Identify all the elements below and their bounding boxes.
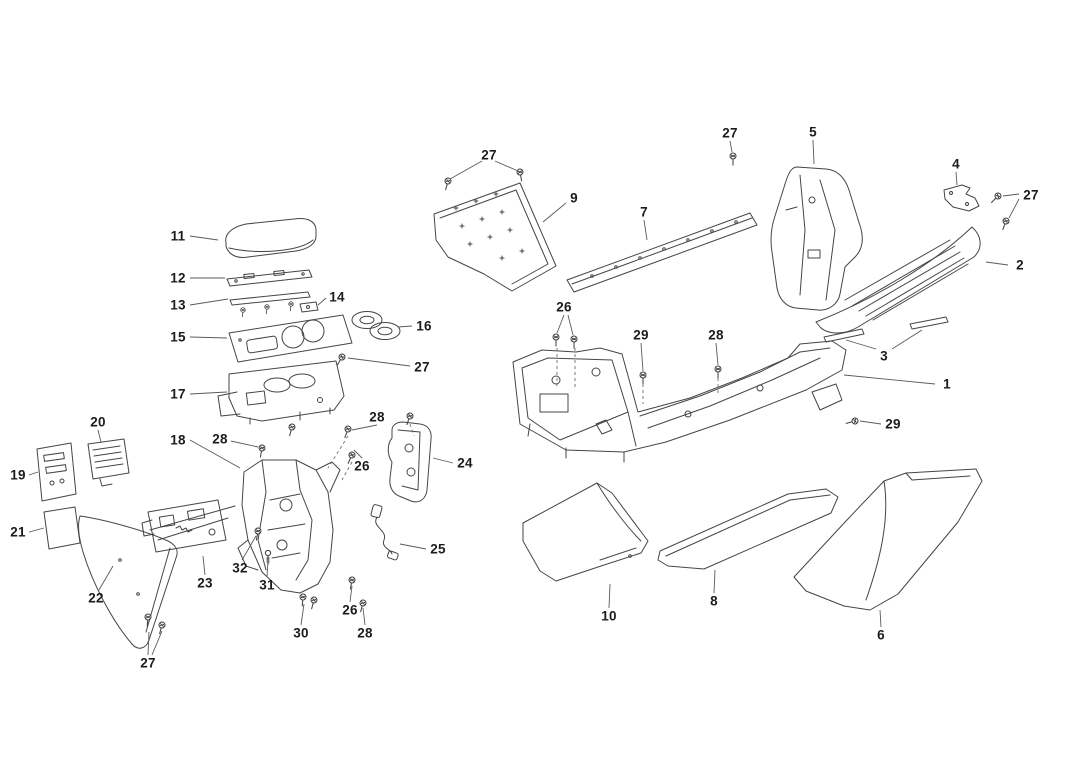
callout-24: 24 <box>457 455 473 471</box>
part-illustration-side-bracket-24 <box>387 421 432 503</box>
part-illustration-sill-strip-7 <box>566 212 758 293</box>
callout-3: 3 <box>880 348 888 364</box>
callout-11: 11 <box>170 228 186 244</box>
callout-6: 6 <box>877 627 885 643</box>
part-illustration-latch-mechanism-23 <box>141 499 236 553</box>
callout-28b: 28 <box>212 431 228 447</box>
callout-21: 21 <box>10 524 26 540</box>
callout-22: 22 <box>88 590 104 606</box>
part-illustration-mount-bracket-4 <box>943 184 980 212</box>
part-illustration-console-frame-18 <box>237 459 341 594</box>
callout-16: 16 <box>416 318 432 334</box>
callout-14: 14 <box>329 289 345 305</box>
callout-18: 18 <box>170 432 186 448</box>
callout-5: 5 <box>809 124 817 140</box>
fasteners-screws <box>143 152 1011 636</box>
part-illustration-console-top-plate-15 <box>228 314 353 363</box>
callout-27d: 27 <box>414 359 430 375</box>
callout-17: 17 <box>170 386 186 402</box>
callout-29a: 29 <box>633 327 649 343</box>
part-illustration-wiring-harness-25 <box>370 504 399 561</box>
callout-29b: 29 <box>885 416 901 432</box>
callout-8: 8 <box>710 593 718 609</box>
callout-19: 19 <box>10 467 26 483</box>
part-illustration-quarter-trim-5 <box>770 166 863 311</box>
callout-7: 7 <box>640 204 648 220</box>
part-illustration-bracket-strip-12 <box>226 269 313 287</box>
part-illustration-sill-trim-2 <box>815 226 981 334</box>
part-illustration-trim-strips-3 <box>823 316 949 343</box>
callout-27b: 27 <box>722 125 738 141</box>
callout-25: 25 <box>430 541 446 557</box>
part-illustration-armrest-lid-11 <box>225 218 317 258</box>
part-illustration-switch-panel-19 <box>36 442 77 502</box>
callout-32: 32 <box>232 560 248 576</box>
part-illustration-blank-panel-21 <box>43 506 81 550</box>
callout-12: 12 <box>170 270 186 286</box>
part-illustration-cupholder-inserts-16 <box>351 311 401 340</box>
callout-15: 15 <box>170 329 186 345</box>
callout-23: 23 <box>197 575 213 591</box>
callout-26b: 26 <box>342 602 358 618</box>
callout-26a: 26 <box>354 458 370 474</box>
part-illustration-small-bracket-14 <box>299 301 319 313</box>
callout-30: 30 <box>293 625 309 641</box>
callout-4: 4 <box>952 156 960 172</box>
callout-13: 13 <box>170 297 186 313</box>
callout-2: 2 <box>1016 257 1024 273</box>
part-illustration-vent-20 <box>87 438 130 487</box>
assembly-dashed-lines <box>327 348 719 481</box>
part-illustration-carpet-panel-10 <box>522 482 649 582</box>
callout-1: 1 <box>943 376 951 392</box>
part-illustration-trim-panel-9 <box>433 182 557 292</box>
callout-27e: 27 <box>140 655 156 671</box>
part-illustration-carpet-panel-6 <box>793 468 983 611</box>
callout-20: 20 <box>90 414 106 430</box>
callout-28a: 28 <box>369 409 385 425</box>
part-illustration-strip-13 <box>229 291 311 306</box>
callout-9: 9 <box>570 190 578 206</box>
leader-lines <box>28 139 1020 656</box>
callout-27a: 27 <box>481 147 497 163</box>
callout-10: 10 <box>601 608 617 624</box>
callout-26c: 26 <box>556 299 572 315</box>
part-illustration-floor-frame-1 <box>512 340 847 463</box>
callout-31: 31 <box>259 577 275 593</box>
callout-27c: 27 <box>1023 187 1039 203</box>
part-illustration-carpet-panel-8 <box>657 488 839 570</box>
callout-28d: 28 <box>708 327 724 343</box>
part-illustration-console-body-17 <box>217 360 345 425</box>
callout-28c: 28 <box>357 625 373 641</box>
